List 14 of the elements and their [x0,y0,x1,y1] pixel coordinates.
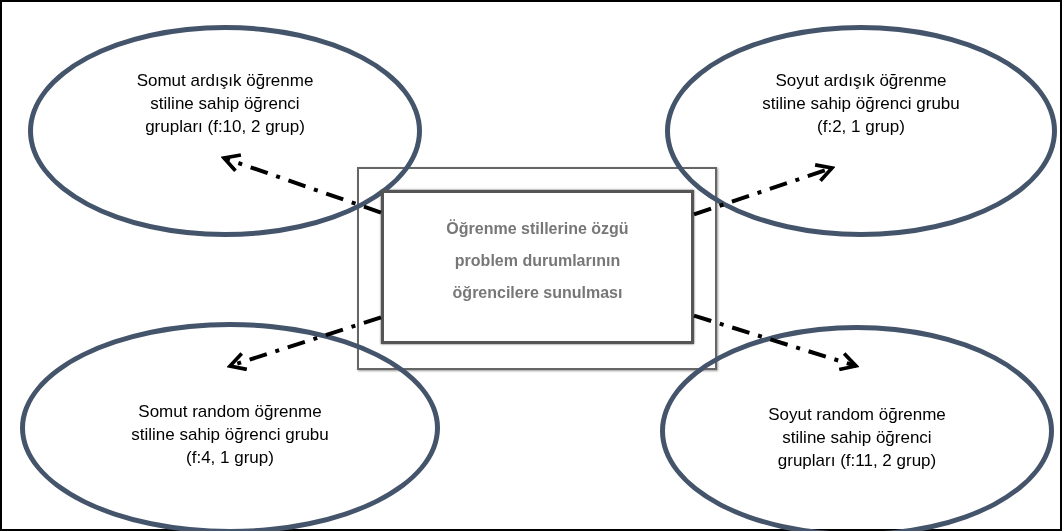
process-box [381,190,694,344]
group-ellipse [28,25,422,237]
group-ellipse [665,25,1057,237]
dash-dot-arrow [693,163,834,217]
dash-dot-arrow [222,153,382,215]
group-text: Soyut random öğrenme stiline sahip öğrenci grupları (f:11, 2 grup) [767,403,947,472]
dash-dot-arrow [228,315,382,372]
group-text: Somut random öğrenme stiline sahip öğrenci grubu (f:4, 1 grup) [130,400,330,469]
group-text: Soyut ardışık öğrenme stiline sahip öğrenci grubu (f:2, 1 grup) [761,69,961,138]
group-text: Somut ardışık öğrenme stiline sahip öğrenci grupları (f:10, 2 grup) [135,69,315,138]
dash-dot-arrow [693,313,858,372]
group-ellipse [20,322,440,531]
box-text: Öğrenme stillerine özgü problem durumlarının öğrencilere sunulması [445,218,630,303]
group-ellipse [660,325,1054,531]
